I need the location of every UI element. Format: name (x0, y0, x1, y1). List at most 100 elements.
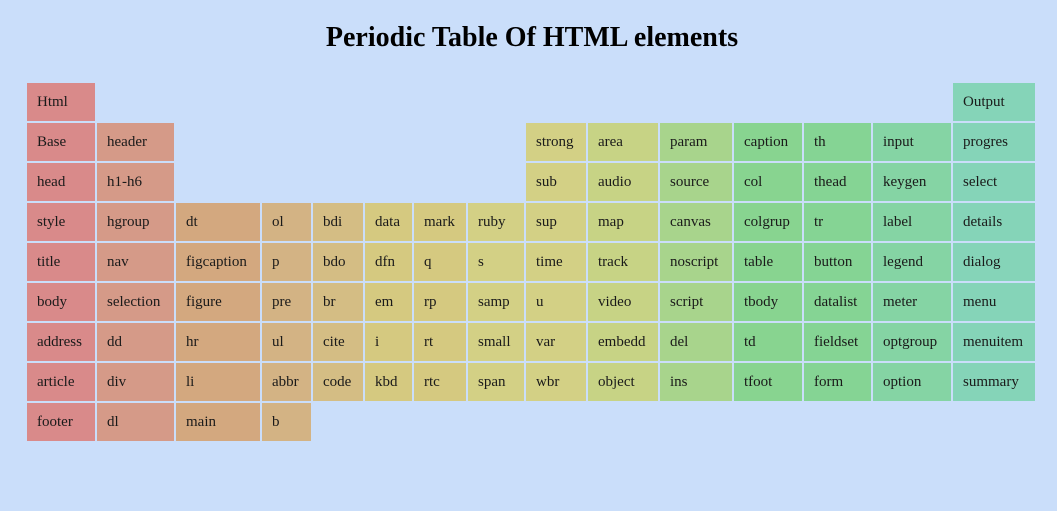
element-cell-sub: sub (526, 163, 586, 201)
element-cell-dl: dl (97, 403, 174, 441)
element-cell-bdi: bdi (313, 203, 363, 241)
element-cell-pre: pre (262, 283, 311, 321)
element-cell-title: title (27, 243, 95, 281)
page-title: Periodic Table Of HTML elements (325, 22, 739, 53)
element-cell-h1-h6: h1-h6 (97, 163, 174, 201)
element-cell-dd: dd (97, 323, 174, 361)
element-cell-video: video (588, 283, 658, 321)
element-cell-ins: ins (660, 363, 732, 401)
element-cell-samp: samp (468, 283, 524, 321)
element-cell-map: map (588, 203, 658, 241)
element-cell-thead: thead (804, 163, 871, 201)
element-cell-param: param (660, 123, 732, 161)
element-cell-del: del (660, 323, 732, 361)
element-cell-html: Html (27, 83, 95, 121)
element-cell-strong: strong (526, 123, 586, 161)
element-cell-head: head (27, 163, 95, 201)
element-cell-dialog: dialog (953, 243, 1035, 281)
element-cell-track: track (588, 243, 658, 281)
element-cell-ol: ol (262, 203, 311, 241)
element-cell-header: header (97, 123, 174, 161)
element-cell-em: em (365, 283, 412, 321)
element-cell-var: var (526, 323, 586, 361)
element-cell-footer: footer (27, 403, 95, 441)
element-cell-hgroup: hgroup (97, 203, 174, 241)
element-cell-embedd: embedd (588, 323, 658, 361)
element-cell-meter: meter (873, 283, 951, 321)
element-cell-nav: nav (97, 243, 174, 281)
element-cell-option: option (873, 363, 951, 401)
element-cell-col: col (734, 163, 802, 201)
element-cell-figcaption: figcaption (176, 243, 260, 281)
element-cell-area: area (588, 123, 658, 161)
element-cell-span: span (468, 363, 524, 401)
element-cell-mark: mark (414, 203, 466, 241)
element-cell-article: article (27, 363, 95, 401)
element-cell-br: br (313, 283, 363, 321)
element-cell-details: details (953, 203, 1035, 241)
element-cell-script: script (660, 283, 732, 321)
element-cell-label: label (873, 203, 951, 241)
element-cell-div: div (97, 363, 174, 401)
element-cell-th: th (804, 123, 871, 161)
element-cell-main: main (176, 403, 260, 441)
element-cell-canvas: canvas (660, 203, 732, 241)
element-cell-td: td (734, 323, 802, 361)
element-cell-tr: tr (804, 203, 871, 241)
element-cell-audio: audio (588, 163, 658, 201)
element-cell-form: form (804, 363, 871, 401)
element-cell-u: u (526, 283, 586, 321)
element-cell-bdo: bdo (313, 243, 363, 281)
element-cell-small: small (468, 323, 524, 361)
element-cell-q: q (414, 243, 466, 281)
element-cell-wbr: wbr (526, 363, 586, 401)
element-cell-s: s (468, 243, 524, 281)
element-cell-menu: menu (953, 283, 1035, 321)
element-cell-i: i (365, 323, 412, 361)
element-cell-address: address (27, 323, 95, 361)
element-cell-b: b (262, 403, 311, 441)
element-cell-datalist: datalist (804, 283, 871, 321)
element-cell-code: code (313, 363, 363, 401)
element-cell-kbd: kbd (365, 363, 412, 401)
element-cell-dt: dt (176, 203, 260, 241)
element-cell-hr: hr (176, 323, 260, 361)
element-cell-abbr: abbr (262, 363, 311, 401)
element-cell-menuitem: menuitem (953, 323, 1035, 361)
element-cell-rt: rt (414, 323, 466, 361)
element-cell-body: body (27, 283, 95, 321)
element-cell-fieldset: fieldset (804, 323, 871, 361)
element-cell-ruby: ruby (468, 203, 524, 241)
element-cell-cite: cite (313, 323, 363, 361)
element-cell-sup: sup (526, 203, 586, 241)
element-cell-tbody: tbody (734, 283, 802, 321)
element-cell-data: data (365, 203, 412, 241)
element-cell-button: button (804, 243, 871, 281)
element-cell-object: object (588, 363, 658, 401)
element-cell-table: table (734, 243, 802, 281)
element-cell-rtc: rtc (414, 363, 466, 401)
element-cell-keygen: keygen (873, 163, 951, 201)
element-cell-base: Base (27, 123, 95, 161)
element-cell-input: input (873, 123, 951, 161)
element-cell-optgroup: optgroup (873, 323, 951, 361)
element-cell-progres: progres (953, 123, 1035, 161)
element-cell-selection: selection (97, 283, 174, 321)
element-cell-source: source (660, 163, 732, 201)
element-cell-rp: rp (414, 283, 466, 321)
element-cell-dfn: dfn (365, 243, 412, 281)
element-cell-output: Output (953, 83, 1035, 121)
element-cell-time: time (526, 243, 586, 281)
element-cell-figure: figure (176, 283, 260, 321)
element-cell-p: p (262, 243, 311, 281)
element-cell-colgrup: colgrup (734, 203, 802, 241)
element-cell-noscript: noscript (660, 243, 732, 281)
element-cell-caption: caption (734, 123, 802, 161)
element-cell-select: select (953, 163, 1035, 201)
element-cell-ul: ul (262, 323, 311, 361)
element-cell-style: style (27, 203, 95, 241)
element-cell-li: li (176, 363, 260, 401)
element-cell-tfoot: tfoot (734, 363, 802, 401)
element-cell-legend: legend (873, 243, 951, 281)
